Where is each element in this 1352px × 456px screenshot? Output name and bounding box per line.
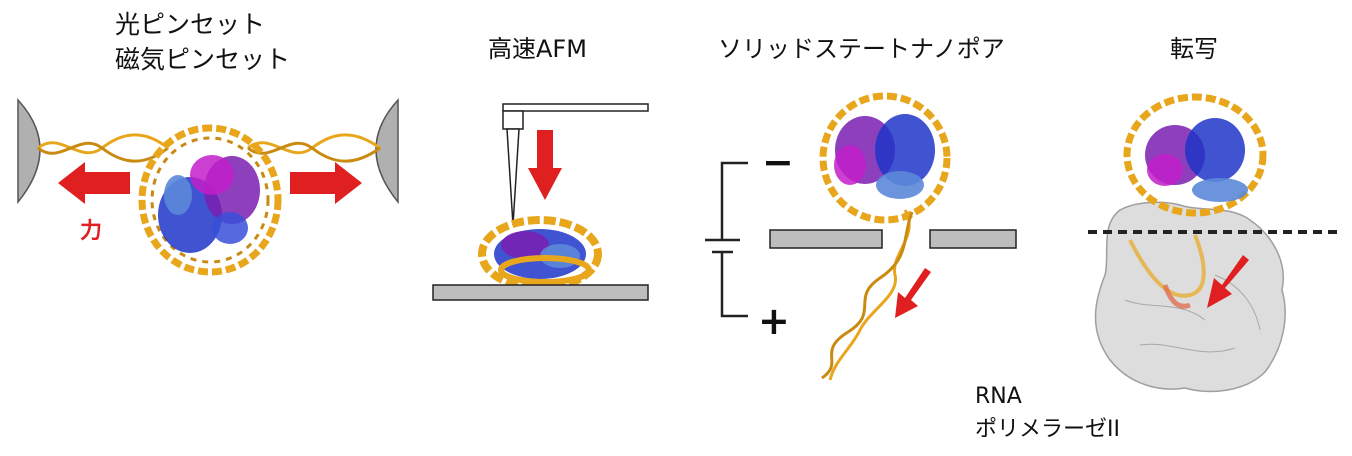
- transcribed-dna: [1128, 234, 1206, 298]
- force-arrow-right: [290, 162, 362, 204]
- panel-nanopore: ソリッドステートナノポア − +: [705, 35, 1017, 381]
- panel-hs-afm: 高速AFM: [432, 35, 649, 301]
- threaded-dna: [821, 209, 914, 381]
- rna-transcript: [1162, 284, 1191, 309]
- membrane-right: [929, 229, 1017, 249]
- transcription-arrow: [1207, 255, 1249, 308]
- tweezers-title-line1: 光ピンセット: [115, 10, 265, 39]
- nucleosome-transcription: [1123, 93, 1267, 217]
- afm-substrate: [432, 284, 649, 301]
- membrane-left: [769, 229, 883, 249]
- minus-sign: −: [762, 140, 794, 184]
- right-bead: [375, 98, 399, 205]
- nucleosome-afm: [478, 216, 602, 292]
- rnap-label-line1: RNA: [975, 384, 1022, 409]
- transcription-title: 転写: [1170, 35, 1218, 63]
- rnap-label-line2: ポリメラーゼII: [975, 417, 1120, 442]
- afm-tip-holder: [502, 110, 524, 130]
- panel-tweezers: 光ピンセット 磁気ピンセット 力: [17, 10, 399, 276]
- afm-tip: [506, 128, 520, 226]
- nanopore-title: ソリッドステートナノポア: [718, 35, 1005, 63]
- tweezers-title-line2: 磁気ピンセット: [115, 45, 290, 74]
- afm-down-arrow: [528, 130, 562, 200]
- polymerase-texture: [1124, 274, 1261, 353]
- panel-transcription: 転写 RNA ポリメラーゼII: [975, 35, 1340, 442]
- afm-title: 高速AFM: [488, 35, 587, 63]
- force-label: 力: [80, 219, 102, 244]
- nucleosome-nanopore: [819, 92, 951, 224]
- translocation-arrow: [895, 268, 931, 318]
- circuit-wire: [705, 161, 748, 318]
- afm-cantilever: [502, 103, 649, 112]
- nucleosome-tweezers: [138, 124, 282, 276]
- stretched-dna: [37, 133, 381, 163]
- left-bead: [17, 98, 41, 205]
- force-arrow-left: [58, 162, 130, 204]
- plus-sign: +: [758, 299, 790, 343]
